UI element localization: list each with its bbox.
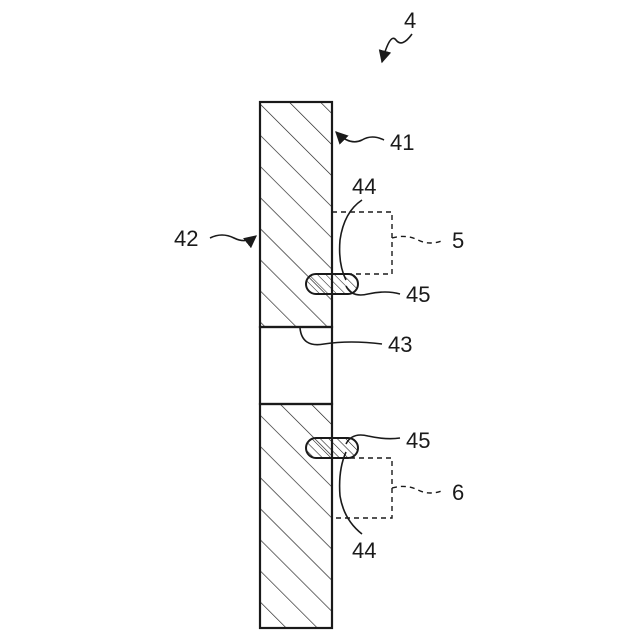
hollow-portion-43 [260,327,332,404]
label-45-lower: 45 [406,428,430,453]
label-41: 41 [390,130,414,155]
element-44-lower [306,438,358,458]
arrow-42 [210,235,256,241]
label-42: 42 [174,226,198,251]
label-44-upper: 44 [352,174,376,199]
arrow-4 [382,34,412,62]
arrow-41 [336,132,384,142]
leader-5 [392,236,444,243]
leader-6 [392,486,444,493]
leader-43 [300,328,382,345]
label-43: 43 [388,332,412,357]
label-6: 6 [452,480,464,505]
leader-44-lower [340,452,362,534]
label-4: 4 [404,8,416,33]
label-5: 5 [452,228,464,253]
label-45-upper: 45 [406,282,430,307]
label-44-lower: 44 [352,538,376,563]
